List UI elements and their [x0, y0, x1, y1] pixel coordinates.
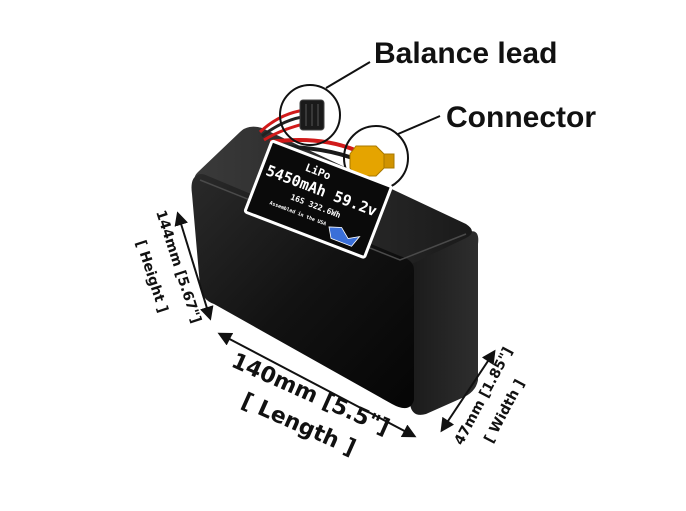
- length-arrow: [217, 332, 417, 438]
- main-connector: [349, 145, 395, 177]
- label-logo: [328, 226, 361, 247]
- balance-lead-callout: Balance lead: [374, 37, 557, 70]
- balance-lead-leader-line: [325, 61, 371, 89]
- height-arrow: [174, 211, 214, 321]
- connector-leader-line: [397, 115, 441, 135]
- connector-callout: Connector: [446, 101, 596, 134]
- balance-lead-plug: [299, 99, 325, 131]
- balance-lead-callout-circle: [279, 84, 341, 146]
- width-arrow: [440, 349, 496, 433]
